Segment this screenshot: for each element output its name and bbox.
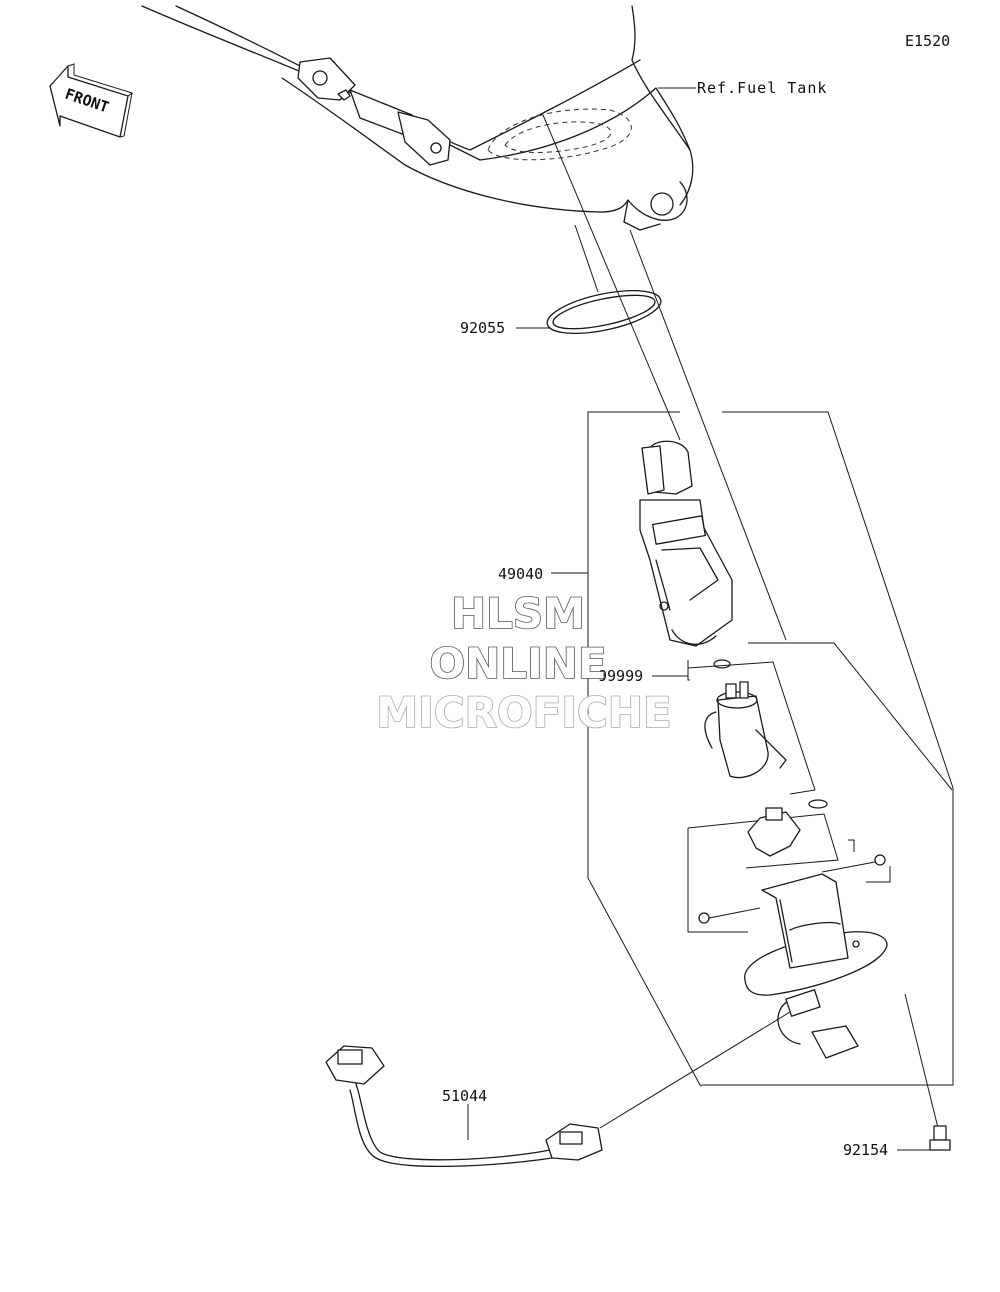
small-o-ring (713, 659, 731, 669)
flange-connector (777, 989, 859, 1059)
wiring-harness-51044 (325, 1045, 603, 1168)
tank-bracket (297, 57, 451, 166)
leader-line-harness (599, 1011, 791, 1129)
watermark-line2: ONLINE (429, 639, 606, 688)
part-number-51044: 51044 (442, 1087, 487, 1105)
fuel-filter (639, 440, 733, 647)
fuel-tank-outline (141, 5, 694, 231)
axis-line (542, 114, 681, 441)
right-box (866, 866, 891, 883)
screw-bracket-mark (848, 839, 855, 852)
pump-box (687, 661, 816, 795)
bracket-49040-right (722, 411, 954, 1086)
fuel-pump (704, 681, 787, 779)
front-arrow-icon: FRONT (49, 63, 134, 138)
pump-bracket-left (687, 660, 690, 681)
reference-label: Ref.Fuel Tank (697, 79, 827, 97)
screw-left (698, 907, 761, 924)
axis-line-right (629, 229, 787, 641)
filter-box-left (687, 828, 748, 933)
watermark-line3: MICROFICHE (376, 688, 671, 737)
bracket-49040-left (587, 411, 703, 1087)
pump-bracket-top (748, 642, 953, 791)
watermark-line1: HLSM (451, 589, 585, 638)
small-o-ring-2 (808, 799, 828, 809)
axis-line-lower (574, 224, 599, 293)
filter-sock (747, 807, 801, 857)
part-number-92154: 92154 (843, 1141, 888, 1159)
part-number-99999: 99999 (598, 667, 643, 685)
pump-base-flange (744, 873, 888, 996)
filter-box-top (687, 813, 839, 869)
o-ring-92055 (546, 290, 662, 334)
bolt-92154 (929, 1125, 951, 1151)
part-number-49040: 49040 (498, 565, 543, 583)
part-number-92055: 92055 (460, 319, 505, 337)
diagram-code: E1520 (905, 32, 950, 50)
screw-right (821, 854, 886, 873)
bolt-guide-line (904, 993, 939, 1129)
